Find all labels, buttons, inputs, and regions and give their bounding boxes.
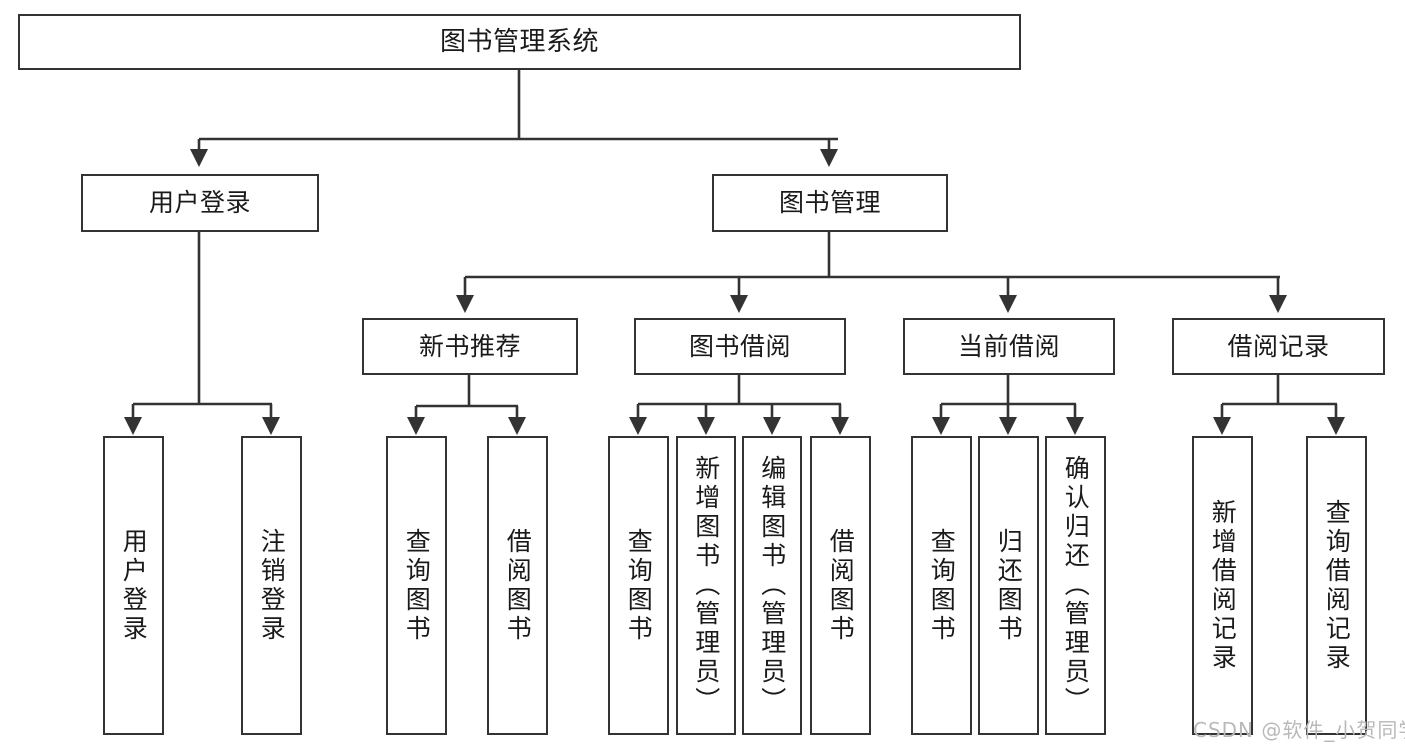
node-label: 图书管理 bbox=[778, 188, 881, 218]
node-label: 新增借阅记录 bbox=[1208, 498, 1238, 673]
node-book-borrowing[interactable]: 图书借阅 bbox=[634, 318, 846, 375]
node-label: 图书管理系统 bbox=[439, 26, 599, 57]
node-label: 查询借阅记录 bbox=[1322, 498, 1352, 673]
node-label: 查询图书 bbox=[624, 527, 654, 644]
node-leaf-borrow-books-rec[interactable]: 借阅图书 bbox=[487, 436, 548, 735]
node-label: 当前借阅 bbox=[957, 331, 1060, 361]
node-label: 确认归还（管理员） bbox=[1061, 455, 1091, 716]
node-leaf-return-book[interactable]: 归还图书 bbox=[978, 436, 1039, 735]
node-leaf-query-books-rec[interactable]: 查询图书 bbox=[386, 436, 447, 735]
node-label: 归还图书 bbox=[994, 527, 1024, 644]
node-leaf-query-books-current[interactable]: 查询图书 bbox=[911, 436, 972, 735]
node-leaf-borrow-books-borrow[interactable]: 借阅图书 bbox=[810, 436, 871, 735]
node-leaf-confirm-return-admin[interactable]: 确认归还（管理员） bbox=[1045, 436, 1106, 735]
node-label: 借阅记录 bbox=[1227, 331, 1330, 361]
node-leaf-query-books-borrow[interactable]: 查询图书 bbox=[608, 436, 669, 735]
node-label: 图书借阅 bbox=[688, 331, 791, 361]
node-user-login[interactable]: 用户登录 bbox=[81, 174, 319, 232]
node-borrowing-record[interactable]: 借阅记录 bbox=[1172, 318, 1385, 375]
node-leaf-edit-book-admin[interactable]: 编辑图书（管理员） bbox=[742, 436, 802, 735]
node-current-borrowing[interactable]: 当前借阅 bbox=[903, 318, 1115, 375]
node-label: 注销登录 bbox=[257, 527, 287, 644]
node-label: 新增图书（管理员） bbox=[691, 455, 721, 716]
node-label: 借阅图书 bbox=[826, 527, 856, 644]
node-new-book-recommendation[interactable]: 新书推荐 bbox=[362, 318, 578, 375]
node-leaf-add-book-admin[interactable]: 新增图书（管理员） bbox=[676, 436, 736, 735]
node-leaf-add-borrow-record[interactable]: 新增借阅记录 bbox=[1192, 436, 1253, 735]
node-leaf-logout[interactable]: 注销登录 bbox=[241, 436, 302, 735]
node-label: 用户登录 bbox=[119, 527, 149, 644]
node-label: 查询图书 bbox=[927, 527, 957, 644]
node-label: 用户登录 bbox=[148, 188, 251, 218]
watermark-text: CSDN @软件_小贺同学 bbox=[1193, 718, 1405, 742]
node-label: 借阅图书 bbox=[503, 527, 533, 644]
node-leaf-query-borrow-record[interactable]: 查询借阅记录 bbox=[1306, 436, 1367, 735]
node-label: 查询图书 bbox=[402, 527, 432, 644]
node-book-management[interactable]: 图书管理 bbox=[712, 174, 948, 232]
node-root-library-management-system[interactable]: 图书管理系统 bbox=[18, 14, 1021, 70]
node-leaf-user-login[interactable]: 用户登录 bbox=[103, 436, 164, 735]
node-label: 新书推荐 bbox=[418, 331, 521, 361]
node-label: 编辑图书（管理员） bbox=[757, 455, 787, 716]
